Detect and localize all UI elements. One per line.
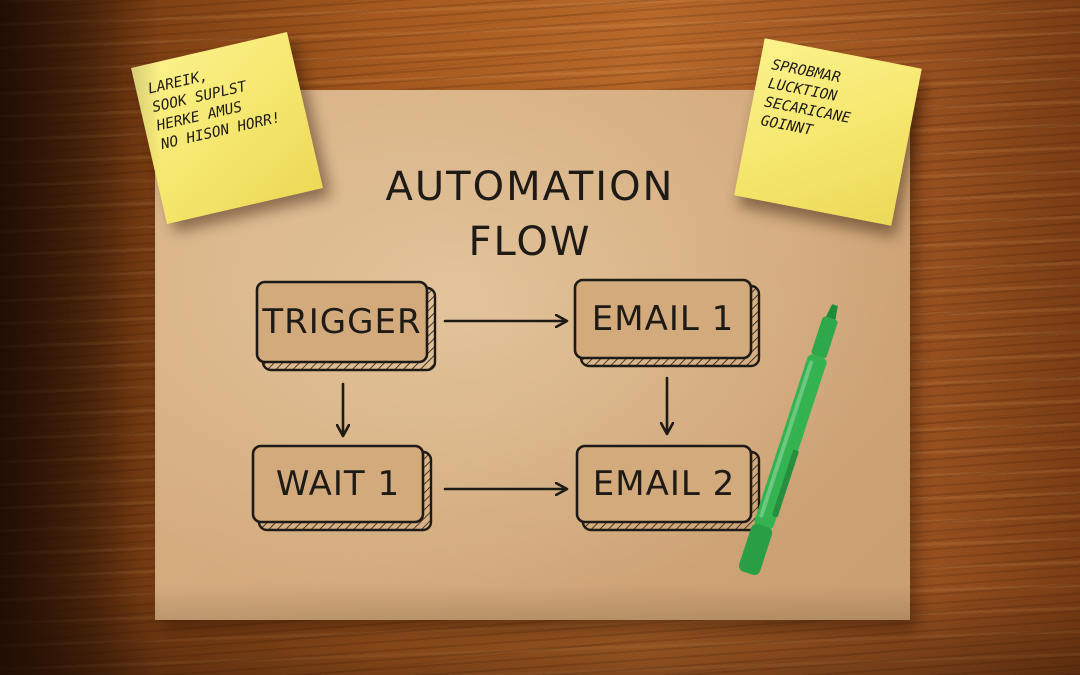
green-marker-icon [738, 304, 838, 576]
sticky-note-right: SPROBMAR LUCKTION SECARICANE GOINNT [734, 38, 922, 226]
diagram-title-line-2: FLOW [468, 219, 592, 265]
node-trigger-box [255, 280, 437, 372]
node-trigger-label: TRIGGER [262, 302, 422, 342]
diagram-title-line-1: AUTOMATION [385, 164, 675, 210]
node-wait-1-box [251, 444, 433, 532]
node-email-1-box [573, 278, 761, 368]
node-email-2-label: EMAIL 2 [592, 464, 736, 504]
node-email-1-label: EMAIL 1 [591, 299, 735, 339]
node-email-2-box [575, 444, 761, 532]
node-wait-1-label: WAIT 1 [275, 464, 401, 504]
